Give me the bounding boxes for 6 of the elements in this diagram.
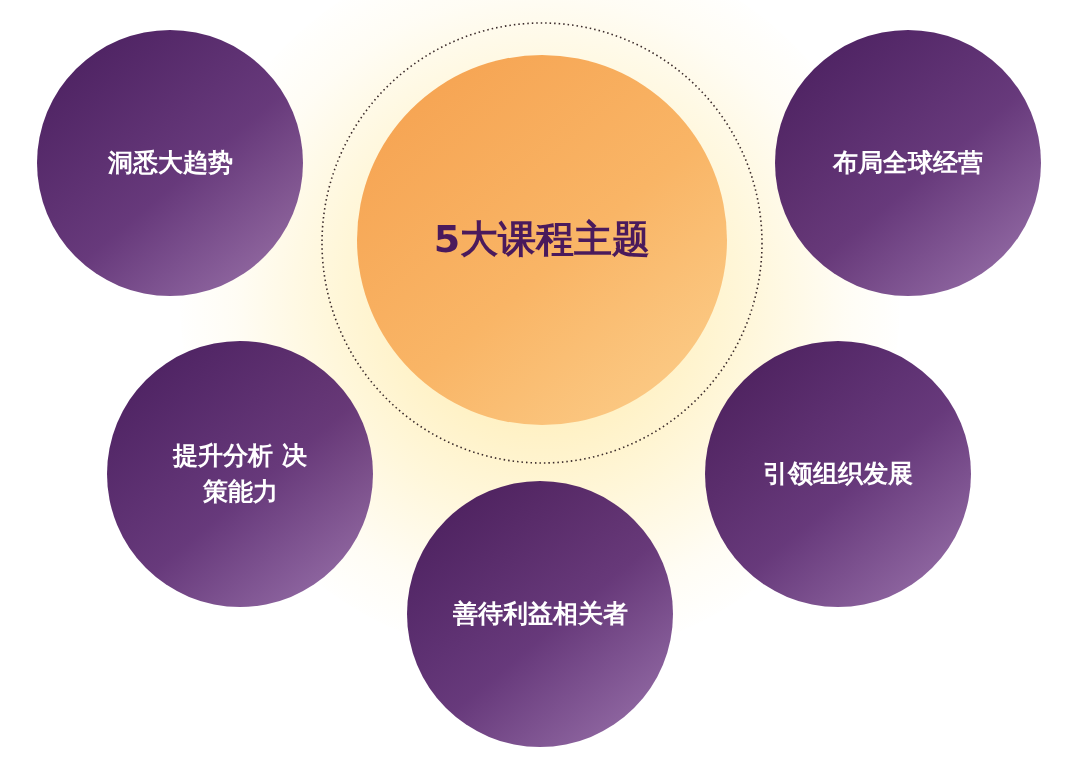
topic-label: 引领组织发展 [762, 457, 914, 490]
topic-label: 布局全球经营 [831, 146, 984, 179]
center-title: 5大课程主题 [433, 216, 651, 264]
topic-label: 提升分析 决策能力 [171, 439, 308, 508]
topic-label: 善待利益相关者 [451, 597, 629, 630]
topic-label: 洞悉大趋势 [106, 146, 234, 179]
